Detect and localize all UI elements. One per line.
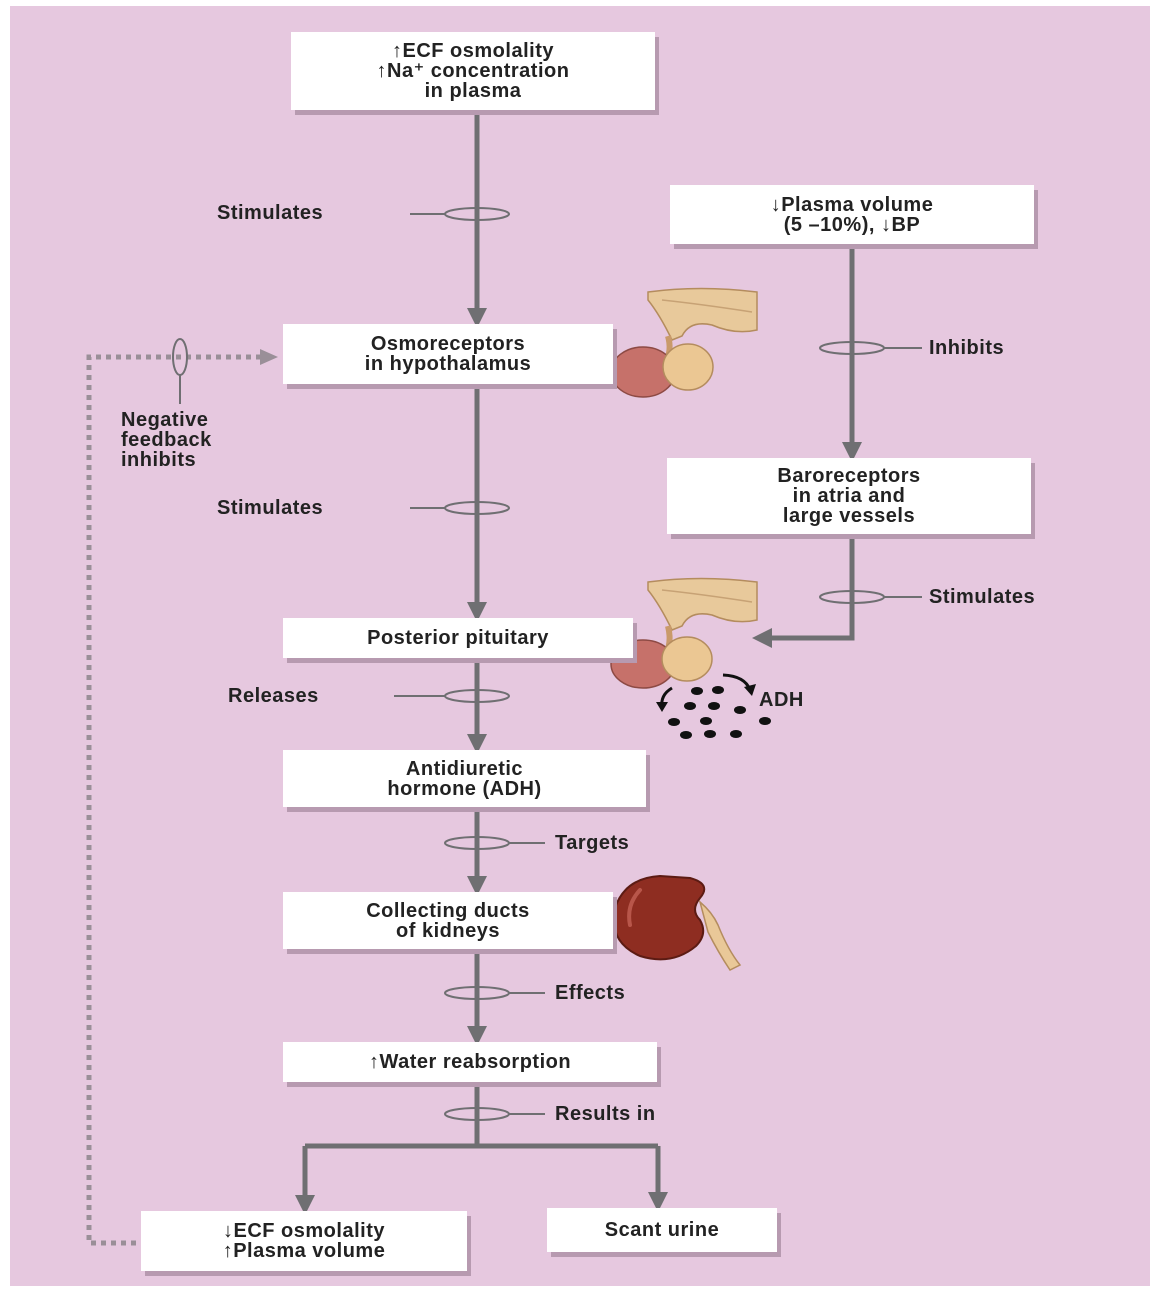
node-posterior-pituitary: Posterior pituitary <box>283 618 633 658</box>
label-stimulates-3: Stimulates <box>929 586 1036 608</box>
node-scant-urine: Scant urine <box>547 1208 777 1252</box>
node-ecf-osmolality-high: ↑ECF osmolality ↑Na⁺ concentration in pl… <box>291 32 655 110</box>
pituitary-illustration-bottom <box>610 577 758 689</box>
mark-targets <box>444 836 510 850</box>
mark-stimulates-2 <box>444 501 510 515</box>
mark-results-in <box>444 1107 510 1121</box>
label-adh: ADH <box>759 689 804 711</box>
label-negative-feedback: Negative feedback inhibits <box>121 409 212 471</box>
node-osmoreceptors: Osmoreceptors in hypothalamus <box>283 324 613 384</box>
label-releases: Releases <box>228 685 319 707</box>
mark-effects <box>444 986 510 1000</box>
node-baroreceptors: Baroreceptors in atria and large vessels <box>667 458 1031 534</box>
arrow-baroreceptors-to-pituitary <box>752 535 855 648</box>
feedback-dashed-line <box>86 354 260 1246</box>
label-stimulates-2: Stimulates <box>217 497 324 519</box>
pituitary-illustration-top <box>610 287 758 398</box>
label-effects: Effects <box>555 982 626 1004</box>
label-stimulates-1: Stimulates <box>217 202 324 224</box>
node-collecting-ducts: Collecting ducts of kidneys <box>283 892 613 949</box>
mark-inhibits <box>819 341 885 355</box>
feedback-arrowhead <box>260 349 278 365</box>
mark-releases <box>444 689 510 703</box>
node-water-reabsorption: ↑Water reabsorption <box>283 1042 657 1082</box>
label-results-in: Results in <box>555 1103 656 1125</box>
node-antidiuretic-hormone: Antidiuretic hormone (ADH) <box>283 750 646 807</box>
mark-stimulates-1 <box>444 207 510 221</box>
label-inhibits: Inhibits <box>929 337 1005 359</box>
label-targets: Targets <box>555 832 630 854</box>
kidney-illustration <box>612 874 742 971</box>
adh-release-illustration <box>656 673 771 739</box>
node-plasma-volume-low: ↓Plasma volume (5 –10%), ↓BP <box>670 185 1034 244</box>
node-ecf-osmolality-low: ↓ECF osmolality ↑Plasma volume <box>141 1211 467 1271</box>
mark-stimulates-3 <box>819 590 885 604</box>
